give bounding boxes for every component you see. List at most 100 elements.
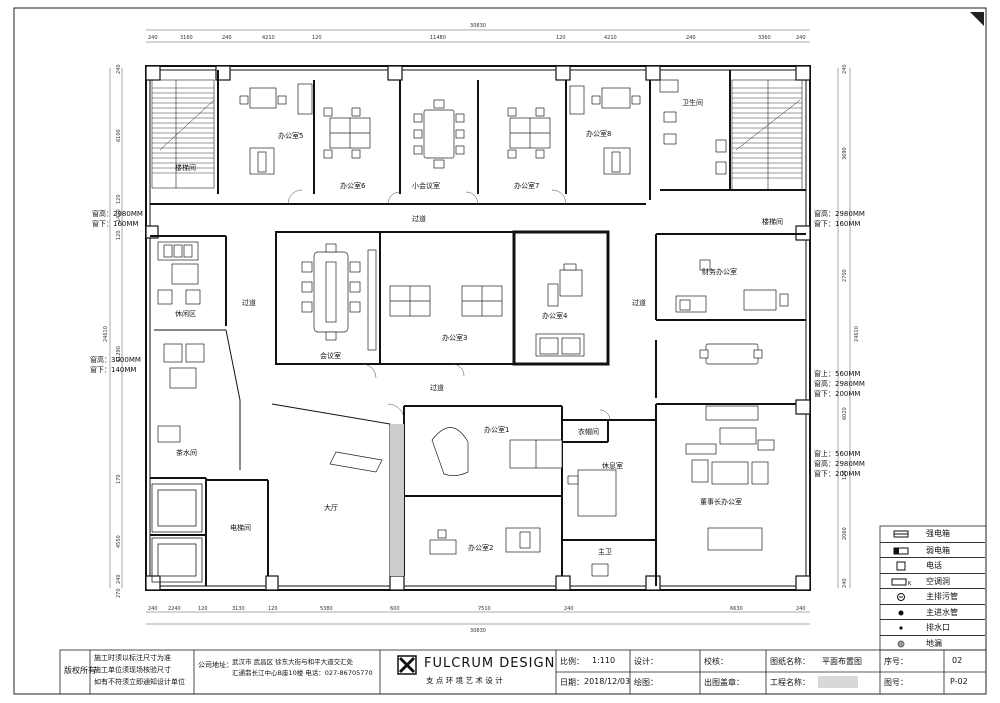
redacted-project: [818, 676, 858, 688]
phone-icon: [886, 561, 916, 571]
address-line-1: 武汉市 武昌区 徐东大街与和平大道交汇处: [232, 658, 354, 666]
room-office2: 办公室2: [468, 543, 493, 552]
water-in-icon: [886, 608, 916, 618]
legend-label: 电话: [926, 561, 942, 570]
room-hall: 大厅: [324, 503, 338, 512]
legend-label: 强电箱: [926, 529, 950, 538]
note-win-l-mid-1: 窗高：3000MM: [90, 355, 141, 364]
columns: [145, 65, 811, 591]
room-corridor-mid: 过道: [430, 383, 444, 392]
room-cloak: 衣帽间: [578, 427, 599, 436]
room-office8: 办公室8: [586, 129, 611, 138]
elevators: [151, 483, 203, 583]
dim-bottom-4: 120: [268, 606, 278, 612]
fig-value: P-02: [950, 677, 968, 686]
note-3: 如有不符须立即通知设计单位: [94, 678, 185, 686]
outer-walls: [145, 65, 811, 591]
check-label: 校核：: [704, 657, 728, 666]
note-2: 施工单位须现场核验尺寸: [94, 666, 171, 674]
floor-drain-icon: [886, 639, 916, 649]
dim-bottom-2: 120: [198, 606, 208, 612]
dim-top-1: 3160: [180, 35, 193, 41]
room-elevator: 电梯间: [230, 523, 251, 532]
dim-left-total: 24610: [103, 326, 109, 342]
legend-label: 地漏: [926, 638, 942, 648]
dim-top-7: 4210: [604, 35, 617, 41]
brand-name: FULCRUM DESIGN: [424, 656, 556, 671]
dim-right-row: 240 3690 2700 6020 120 2060 240 24610: [842, 64, 860, 588]
dim-bottom-7: 7510: [478, 606, 491, 612]
room-stair-left: 楼梯间: [175, 163, 196, 172]
room-corridor-left: 过道: [242, 298, 256, 307]
dimension-lines: [109, 29, 851, 625]
dim-left-4: 120: [116, 230, 122, 240]
room-restroom: 卫生间: [682, 98, 703, 107]
note-win-r-a-1: 窗上：560MM: [814, 369, 860, 378]
room-office7: 办公室7: [514, 181, 539, 190]
dim-top-6: 120: [556, 35, 566, 41]
dim-right-3: 6020: [842, 407, 848, 420]
dim-top-row: 240 3160 240 4210 120 11480 120 4210 240…: [148, 35, 806, 41]
weak-box-icon: [886, 546, 916, 556]
note-win-r-a-3: 窗下：200MM: [814, 389, 860, 398]
sheet-border: [13, 7, 987, 695]
dim-bottom-5: 5380: [320, 606, 333, 612]
room-lounge: 休闲区: [175, 309, 196, 318]
note-win-r-b-1: 窗上：560MM: [814, 449, 860, 458]
dim-bottom-1: 2240: [168, 606, 181, 612]
legend-row: 主进水管: [880, 603, 985, 621]
dim-bottom-3: 3130: [232, 606, 245, 612]
fulcrum-logo-icon: [397, 655, 417, 675]
brand-name-cn: 支 点 环 境 艺 术 设 计: [426, 676, 503, 685]
room-office6: 办公室6: [340, 181, 366, 190]
dim-right-0: 240: [842, 64, 848, 74]
room-meeting: 会议室: [320, 351, 341, 360]
legend-row: 主排污管: [880, 588, 985, 605]
dim-right-5: 2060: [842, 527, 848, 540]
main-drain-icon: [886, 592, 916, 602]
dim-right-2: 2700: [842, 269, 848, 282]
dim-left-9: 270: [116, 588, 122, 598]
dim-bottom-8: 240: [564, 606, 574, 612]
dim-bottom-0: 240: [148, 606, 158, 612]
design-label: 设计：: [634, 657, 658, 666]
drain-outlet-icon: [886, 623, 916, 633]
dim-bottom-9: 6630: [730, 606, 743, 612]
room-office5: 办公室5: [278, 131, 303, 140]
sheet-name-label: 图纸名称：: [770, 657, 810, 666]
dim-top-2: 240: [222, 35, 232, 41]
room-office4: 办公室4: [542, 311, 568, 320]
legend-row: 强电箱: [880, 526, 985, 542]
dim-right-4: 120: [842, 470, 848, 480]
dim-bottom-total: 30830: [470, 628, 486, 634]
room-corridor-top: 过道: [412, 214, 426, 223]
dim-left-2: 120: [116, 194, 122, 204]
dim-bottom-row: 240 2240 120 3130 120 5380 600 7510 240 …: [148, 606, 806, 612]
seq-value: 02: [952, 656, 963, 665]
sheet-name-value: 平面布置图: [822, 657, 862, 666]
note-win-r-top-1: 窗高：2980MM: [814, 209, 865, 218]
stair-left-break: [159, 99, 215, 151]
strong-box-icon: [886, 529, 916, 539]
dim-top-0: 240: [148, 35, 158, 41]
seq-label: 序号：: [884, 657, 908, 666]
address-line-2: 汇通翡长江中心B座10楼 电话：027-86705770: [232, 669, 373, 677]
room-corridor-right: 过道: [632, 298, 646, 307]
dim-left-3: 1410: [116, 209, 122, 222]
legend-label: 弱电箱: [926, 545, 950, 555]
legend-row: 电话: [880, 557, 985, 574]
copyright: 版权所有: [64, 666, 96, 675]
dim-right-total: 24610: [854, 326, 860, 342]
room-tea: 茶水间: [176, 448, 197, 457]
dim-bottom-10: 240: [796, 606, 806, 612]
note-win-r-top-2: 窗下：160MM: [814, 219, 860, 228]
dim-top-4: 120: [312, 35, 322, 41]
stair-left-treads: [152, 87, 214, 174]
address-label: 公司地址：: [198, 661, 233, 669]
legend-row: 地漏: [880, 634, 985, 652]
dim-left-row: 240 6100 120 1410 120 11290 170 4550 240…: [103, 64, 122, 598]
room-finance: 财务办公室: [702, 267, 737, 276]
